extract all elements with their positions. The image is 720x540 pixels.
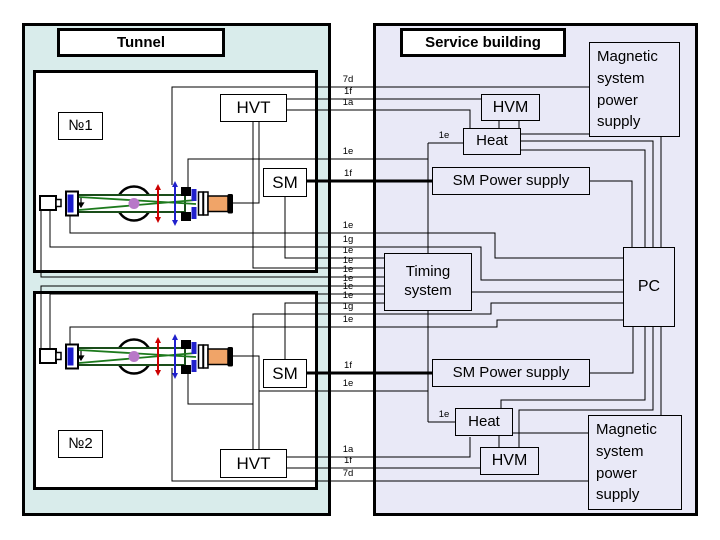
hvm2-box: HVM: [480, 447, 539, 475]
wire-label-1e-bottom: 1e: [342, 378, 354, 389]
wire-label-m1: 1e: [342, 220, 354, 231]
wire-label-m2: 1g: [342, 234, 354, 245]
wire-label-m10: 1e: [342, 314, 354, 325]
wire-label-m3: 1e: [342, 245, 354, 256]
wire-label-m5: 1e: [342, 264, 354, 275]
wire-label-1e-top: 1e: [342, 146, 354, 157]
magnetic-supply-1-box: Magnetic system power supply: [589, 42, 680, 137]
wire-label-m7: 1e: [342, 281, 354, 292]
wire-label-1e-heat1: 1e: [438, 130, 450, 141]
wire-label-m6: 1e: [342, 273, 354, 284]
wire-label-1a-bottom: 1a: [342, 444, 354, 455]
sm-power-supply-1-box: SM Power supply: [432, 167, 590, 195]
sm-power-supply-2-box: SM Power supply: [432, 359, 590, 387]
heat1-box: Heat: [463, 128, 521, 155]
hvm1-box: HVM: [481, 94, 540, 121]
wire-label-1e-heat2: 1e: [438, 409, 450, 420]
wire-label-7d-bottom: 7d: [342, 468, 354, 479]
tunnel-title: Tunnel: [57, 28, 225, 57]
sm1-box: SM: [263, 168, 307, 197]
hvt2-box: HVT: [220, 449, 287, 478]
wire-label-1f-sm2: 1f: [344, 360, 352, 371]
pc-box: PC: [623, 247, 675, 327]
wire-label-1f-sm1: 1f: [344, 168, 352, 179]
service-title-label: Service building: [425, 34, 541, 51]
room1-number-box: №1: [58, 112, 103, 140]
service-building-title: Service building: [400, 28, 566, 57]
magnetic-supply-2-box: Magnetic system power supply: [588, 415, 682, 510]
hvt1-box: HVT: [220, 94, 287, 122]
heat2-box: Heat: [455, 408, 513, 436]
wire-label-m9: 1g: [342, 301, 354, 312]
timing-system-box: Timing system: [384, 253, 472, 311]
wire-label-1a-top: 1a: [342, 97, 354, 108]
wire-label-1f-bottom: 1f: [344, 455, 352, 466]
tunnel-title-label: Tunnel: [116, 34, 166, 51]
room2-number-box: №2: [58, 430, 103, 458]
sm2-box: SM: [263, 359, 307, 388]
wire-label-1f-top: 1f: [344, 86, 352, 97]
wire-label-m4: 1e: [342, 255, 354, 266]
wire-label-7d-top: 7d: [342, 74, 354, 85]
wire-label-m8: 1e: [342, 290, 354, 301]
